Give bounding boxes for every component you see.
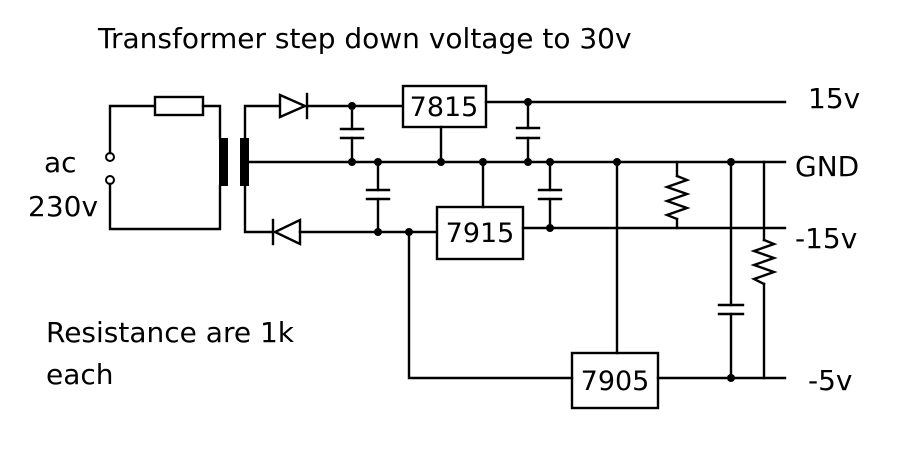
resistor-r2	[750, 160, 778, 380]
resistance-note-line1: Resistance are 1k	[46, 316, 295, 349]
resistor-r1	[663, 160, 691, 230]
capacitor-c4	[537, 160, 563, 230]
fuse	[153, 95, 205, 117]
regulator-7815-label: 7815	[410, 92, 479, 123]
primary-circuit	[108, 95, 222, 231]
junction-dots	[348, 98, 735, 382]
output-label-neg5v: -5v	[808, 364, 853, 397]
capacitor-c3	[365, 160, 391, 234]
regulator-7915-label: 7915	[446, 218, 515, 249]
diode-positive	[278, 92, 405, 120]
ac-input-terminals	[105, 152, 115, 185]
capacitor-c1	[339, 104, 365, 164]
diode-negative	[271, 218, 439, 246]
output-label-neg15v: -15v	[795, 222, 857, 255]
capacitor-c5	[717, 160, 745, 380]
ac-label: ac	[44, 146, 77, 179]
output-label-gnd: GND	[795, 150, 859, 183]
capacitor-c2	[515, 100, 541, 164]
regulator-7915: 7915	[435, 160, 525, 261]
regulator-7905: 7905	[570, 160, 660, 410]
feed-7905	[407, 230, 574, 380]
diagram-title: Transformer step down voltage to 30v	[97, 22, 632, 55]
regulator-7815: 7815	[401, 84, 488, 164]
regulator-7905-label: 7905	[581, 366, 650, 397]
resistance-note-line2: each	[46, 358, 114, 391]
output-label-15v: 15v	[808, 82, 860, 115]
transformer	[219, 138, 249, 186]
rectifier-wiring	[243, 104, 787, 234]
ac-voltage-label: 230v	[28, 190, 98, 223]
